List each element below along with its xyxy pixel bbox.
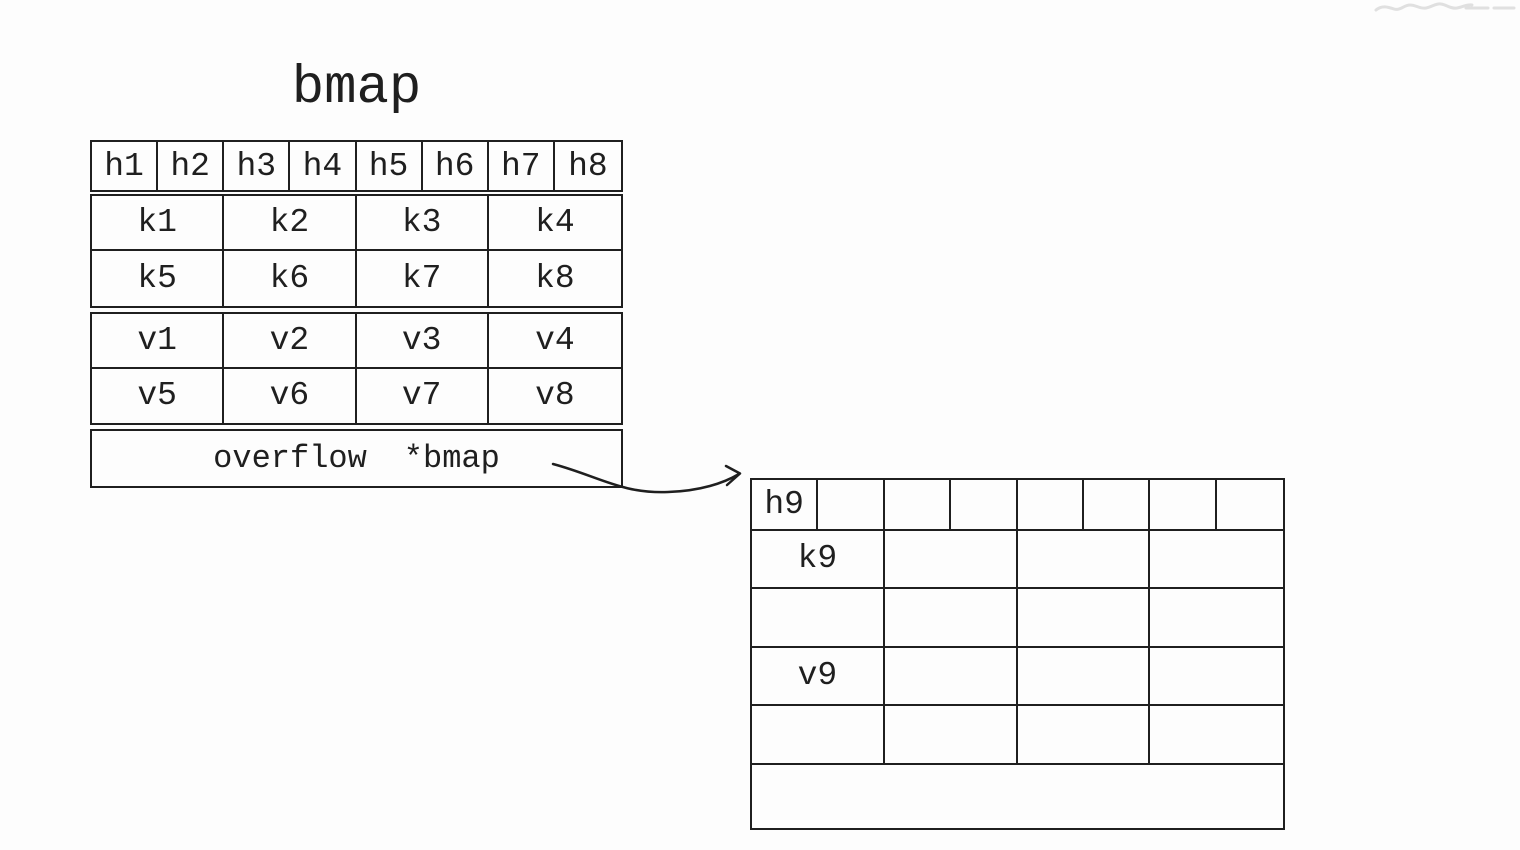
value-cell: v1	[92, 314, 225, 369]
key-cell: k5	[92, 251, 225, 306]
key-cell	[885, 588, 1018, 646]
bucket-main-overflow-row: overflow *bmap	[90, 429, 623, 488]
bucket-overflow-overflow-row	[750, 763, 1285, 830]
key-cell: k8	[535, 260, 575, 297]
value-cell	[1150, 706, 1283, 764]
value-cell	[884, 648, 1018, 706]
key-cell: k3	[356, 196, 489, 251]
key-cell	[1150, 589, 1283, 647]
value-cell: v8	[535, 377, 575, 415]
value-cell	[752, 705, 885, 763]
value-cell: v2	[224, 314, 357, 369]
value-cell: v3	[356, 314, 489, 369]
overflow-pointer-type: *bmap	[403, 440, 500, 477]
hash-cell: h9	[752, 480, 819, 529]
value-cell: v5	[92, 368, 225, 423]
hash-cell	[818, 480, 885, 529]
overflow-label: overflow	[213, 440, 367, 477]
key-cell: k2	[224, 196, 357, 251]
bucket-overflow-hash-row: h9	[750, 478, 1285, 531]
diagram-title: bmap	[291, 58, 422, 119]
key-cell	[884, 531, 1018, 589]
value-cell: v6	[224, 368, 357, 423]
hash-cell	[951, 480, 1018, 529]
value-cell	[1017, 648, 1151, 706]
hash-cell: h8	[568, 147, 608, 185]
key-cell: k1	[92, 196, 225, 251]
key-cell	[1018, 588, 1151, 646]
hash-cell	[1150, 480, 1217, 529]
hash-cell: h3	[224, 142, 291, 190]
bucket-main-values-block: v1 v2 v3 v4 v5 v6 v7 v8	[90, 312, 623, 425]
value-cell: v7	[357, 368, 489, 423]
key-cell	[1150, 531, 1283, 589]
hash-cell	[1217, 480, 1283, 529]
bucket-main-keys-block: k1 k2 k3 k4 k5 k6 k7 k8	[90, 194, 623, 308]
bucket-main-hash-row: h1 h2 h3 h4 h5 h6 h7 h8	[90, 140, 623, 192]
key-cell	[752, 588, 885, 646]
bucket-overflow-table: h9 k9 v9	[750, 478, 1285, 830]
hash-cell: h6	[423, 142, 489, 190]
hash-cell: h5	[357, 142, 423, 190]
value-cell	[1018, 705, 1151, 763]
value-cell: v4	[488, 314, 621, 369]
bucket-main-table: h1 h2 h3 h4 h5 h6 h7 h8 k1 k2 k3 k4 k5 k…	[90, 140, 623, 488]
hash-cell: h4	[290, 142, 357, 190]
key-cell: k9	[752, 531, 885, 589]
bucket-overflow-values-block: v9	[750, 646, 1285, 765]
hash-cell: h1	[92, 142, 159, 190]
value-cell	[1150, 648, 1283, 706]
value-cell	[885, 705, 1018, 763]
hash-cell: h7	[489, 142, 555, 190]
hash-cell	[1018, 480, 1084, 529]
key-cell: k6	[224, 251, 357, 306]
key-cell	[1017, 531, 1151, 589]
key-cell: k7	[357, 251, 489, 306]
value-cell: v9	[752, 648, 885, 706]
key-cell: k4	[488, 196, 621, 251]
hash-cell	[1084, 480, 1151, 529]
hash-cell	[885, 480, 952, 529]
hash-cell: h2	[158, 142, 225, 190]
bucket-overflow-keys-block: k9	[750, 529, 1285, 648]
watermark-scribble-icon	[1374, 2, 1516, 12]
